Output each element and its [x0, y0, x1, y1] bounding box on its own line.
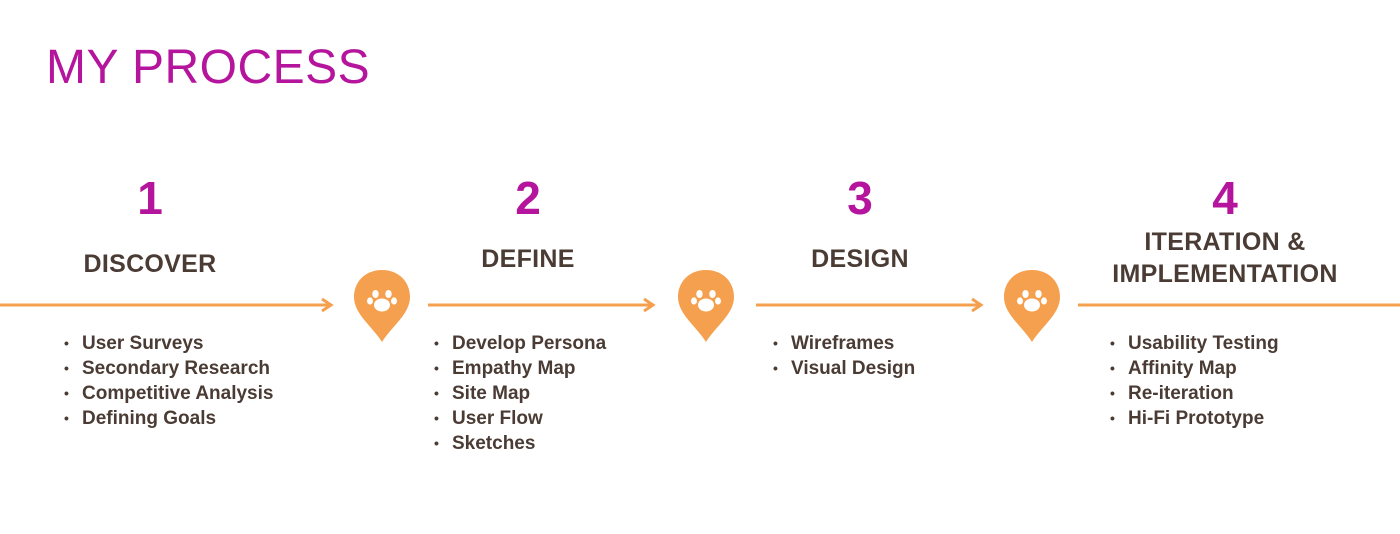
list-item: Site Map: [434, 381, 606, 406]
step-name: DEFINE: [481, 245, 575, 273]
list-item: Re-iteration: [1110, 381, 1279, 406]
list-item: Empathy Map: [434, 356, 606, 381]
list-item: Defining Goals: [64, 406, 273, 431]
step-name-line-2: IMPLEMENTATION: [1112, 260, 1338, 288]
paw-pin-icon: [354, 270, 410, 342]
list-item: Usability Testing: [1110, 331, 1279, 356]
step-4-items: Usability Testing Affinity Map Re-iterat…: [1110, 331, 1279, 431]
list-item: Visual Design: [773, 356, 915, 381]
list-item: User Surveys: [64, 331, 273, 356]
list-item: Develop Persona: [434, 331, 606, 356]
list-item: Competitive Analysis: [64, 381, 273, 406]
step-1: 1 DISCOVER: [80, 175, 220, 280]
paw-pin-icon: [678, 270, 734, 342]
flow-arrowhead-1: [321, 297, 334, 313]
step-name: DISCOVER: [83, 250, 217, 278]
flow-arrowhead-3: [971, 297, 984, 313]
step-4: 4 ITERATION & IMPLEMENTATION: [1070, 175, 1380, 290]
step-2: 2 DEFINE: [460, 175, 596, 275]
list-item: Wireframes: [773, 331, 915, 356]
step-number: 1: [137, 172, 163, 224]
step-2-items: Develop Persona Empathy Map Site Map Use…: [434, 331, 606, 456]
step-name-line-1: ITERATION &: [1144, 228, 1306, 256]
list-item: Sketches: [434, 431, 606, 456]
list-item: Secondary Research: [64, 356, 273, 381]
list-item: User Flow: [434, 406, 606, 431]
page-title: MY PROCESS: [46, 41, 371, 94]
step-name: DESIGN: [811, 245, 909, 273]
paw-pin-icon: [1004, 270, 1060, 342]
step-number: 2: [515, 172, 541, 224]
step-3: 3 DESIGN: [790, 175, 930, 275]
step-number: 4: [1212, 172, 1238, 224]
list-item: Hi-Fi Prototype: [1110, 406, 1279, 431]
step-3-items: Wireframes Visual Design: [773, 331, 915, 381]
flow-arrowhead-2: [643, 297, 656, 313]
step-1-items: User Surveys Secondary Research Competit…: [64, 331, 273, 431]
list-item: Affinity Map: [1110, 356, 1279, 381]
step-number: 3: [847, 172, 873, 224]
